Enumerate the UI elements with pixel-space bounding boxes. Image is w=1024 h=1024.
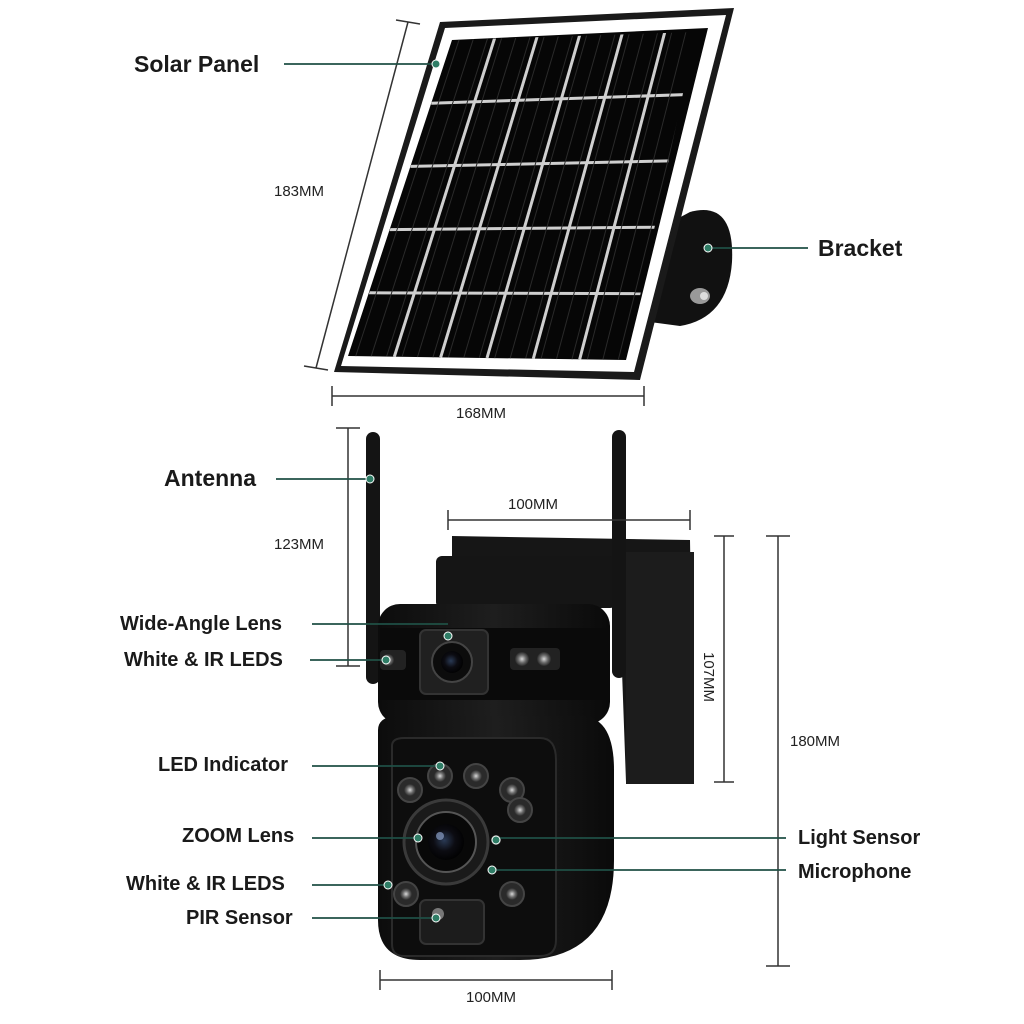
solar-cell-divider: [485, 33, 582, 359]
solar-cell-divider: [410, 159, 676, 168]
solar-busbar: [478, 34, 574, 359]
led-indicator-label: LED Indicator: [158, 754, 289, 776]
solar-cell-divider: [439, 35, 539, 358]
solar-busbar: [571, 32, 659, 360]
solar-cell-divider: [392, 37, 497, 358]
solar-busbar: [602, 32, 688, 360]
leader-lines: [276, 63, 808, 919]
led: [404, 784, 416, 796]
wide-angle-lens-label: Wide-Angle Lens: [120, 613, 283, 635]
solar-busbar: [540, 32, 631, 359]
antenna-label: Antenna: [164, 465, 256, 491]
led: [470, 770, 482, 782]
light-sensor-label: Light Sensor: [798, 827, 921, 849]
led: [506, 784, 518, 796]
solar-cell-divider: [578, 32, 667, 360]
led: [506, 888, 518, 900]
microphone-label: Microphone: [798, 861, 912, 883]
solar-busbar: [494, 33, 588, 359]
solar-busbar: [355, 39, 460, 357]
solar-busbar: [432, 36, 531, 358]
pir-sensor-label: PIR Sensor: [186, 907, 293, 929]
solar-cell-divider: [431, 92, 692, 105]
solar-busbar: [586, 32, 673, 360]
solar-cell-divider: [531, 32, 625, 360]
camera-upper-height-dimension: 107MM: [700, 652, 717, 703]
solar-panel-illustration: [334, 8, 734, 380]
solar-busbar: [386, 38, 489, 357]
solar-busbar: [417, 36, 517, 358]
panel-width-dimension: 168MM: [456, 405, 507, 422]
solar-cell-divider: [389, 225, 659, 232]
camera-bottom-width-dimension: 100MM: [466, 989, 517, 1006]
camera-top-width-dimension: 100MM: [508, 496, 559, 513]
bracket-label: Bracket: [818, 235, 903, 261]
solar-busbar: [463, 34, 560, 358]
solar-busbar: [525, 32, 617, 359]
right-antenna: [612, 430, 626, 678]
solar-panel-label: Solar Panel: [134, 51, 260, 77]
white-ir-leds-bottom-label: White & IR LEDS: [126, 873, 285, 895]
solar-busbar: [556, 32, 645, 360]
solar-busbar: [447, 35, 545, 358]
zoom-lens-label: ZOOM Lens: [182, 825, 295, 847]
led: [434, 770, 446, 782]
dimension-lines: [303, 19, 790, 990]
white-ir-leds-top-label: White & IR LEDS: [124, 649, 283, 671]
solar-busbar: [509, 32, 602, 359]
led: [400, 888, 412, 900]
solar-busbar: [401, 37, 503, 357]
panel-height-dimension: 183MM: [274, 183, 325, 200]
leader-dots: [365, 59, 713, 923]
antenna-height-dimension: 123MM: [274, 536, 325, 553]
camera-illustration: [366, 430, 694, 960]
camera-total-height-dimension: 180MM: [790, 733, 841, 750]
left-antenna: [366, 432, 380, 684]
led: [514, 804, 526, 816]
solar-busbar: [370, 38, 474, 357]
solar-cell-divider: [368, 291, 643, 296]
